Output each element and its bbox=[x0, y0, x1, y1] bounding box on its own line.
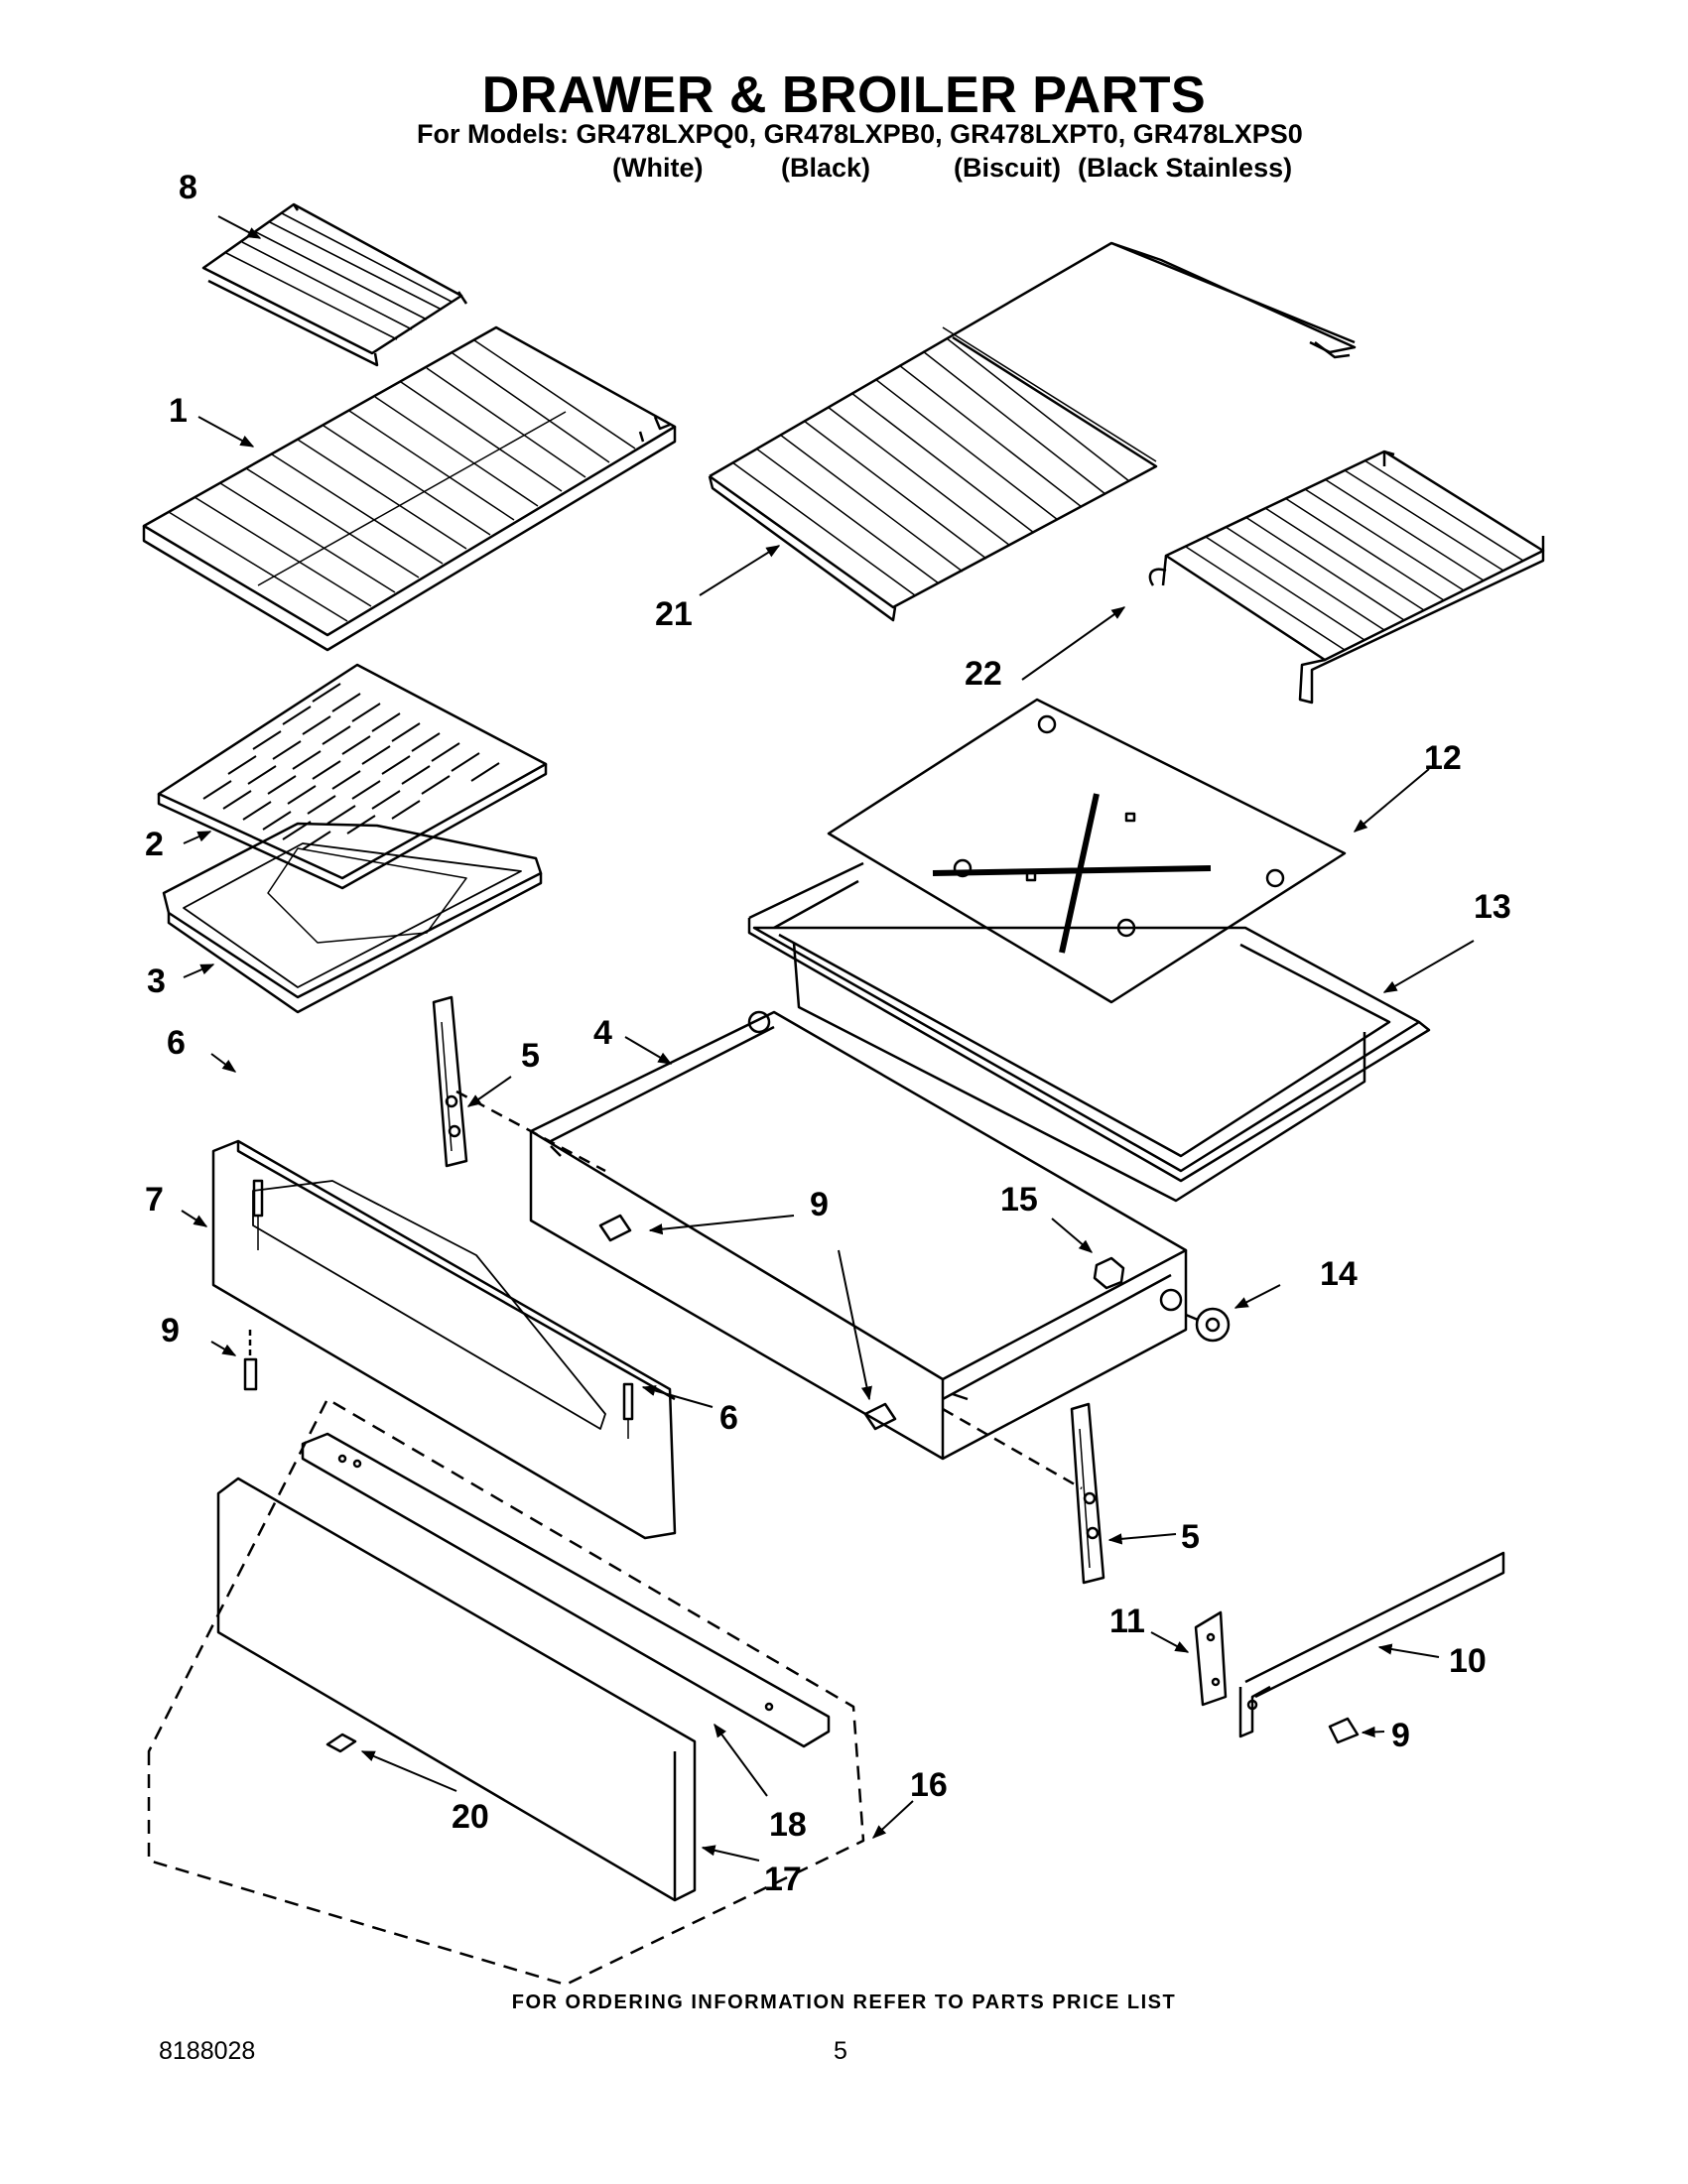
page-title: DRAWER & BROILER PARTS bbox=[481, 66, 1207, 124]
callout-6-lower: 6 bbox=[719, 1399, 738, 1437]
callout-10: 10 bbox=[1449, 1642, 1487, 1680]
part-21-sliding-rack bbox=[708, 241, 1357, 622]
part-12-liner-plate bbox=[827, 698, 1347, 1004]
part-9-screw-drawer-left bbox=[598, 1214, 632, 1242]
callout-14: 14 bbox=[1320, 1255, 1358, 1293]
variant-black-stainless: (Black Stainless) bbox=[1078, 153, 1293, 183]
part-6-screw-upper bbox=[252, 1179, 264, 1250]
part-8-small-rack bbox=[201, 202, 468, 367]
callout-21: 21 bbox=[655, 595, 693, 633]
part-10-rail bbox=[1238, 1551, 1505, 1738]
callout-labels: 8 1 21 22 2 3 12 13 6 5 4 7 9 15 14 6 9 … bbox=[145, 169, 1511, 1898]
part-11-bracket bbox=[1194, 1610, 1228, 1707]
document-number: 8188028 bbox=[159, 2037, 256, 2065]
part-2-broiler-grid bbox=[157, 663, 548, 890]
part-13-drawer-pan bbox=[747, 861, 1431, 1203]
callout-18: 18 bbox=[769, 1806, 807, 1844]
callout-12: 12 bbox=[1424, 739, 1462, 777]
callout-1: 1 bbox=[169, 392, 188, 430]
part-1-oven-rack bbox=[142, 325, 677, 652]
part-18-trim-strip bbox=[301, 1432, 831, 1748]
callout-2: 2 bbox=[145, 826, 164, 863]
callout-15: 15 bbox=[1000, 1181, 1038, 1219]
callout-11: 11 bbox=[1109, 1603, 1145, 1640]
part-5-slide-right bbox=[1070, 1402, 1105, 1585]
part-14-roller bbox=[1185, 1307, 1231, 1343]
callout-7: 7 bbox=[145, 1181, 164, 1219]
part-20-badge bbox=[325, 1733, 357, 1753]
callout-9-panel: 9 bbox=[161, 1312, 180, 1349]
part-7-drawer-front bbox=[211, 1139, 677, 1540]
part-4-drawer-body bbox=[529, 1010, 1188, 1461]
page-number: 5 bbox=[834, 2037, 847, 2065]
callout-3: 3 bbox=[147, 963, 166, 1000]
callout-16: 16 bbox=[910, 1766, 948, 1804]
callout-17: 17 bbox=[764, 1861, 802, 1898]
leader-arrows bbox=[181, 215, 1475, 1862]
part-6-screw-lower bbox=[622, 1382, 634, 1439]
part-22-rollout-rack bbox=[1148, 450, 1545, 705]
part-9-screw-panel bbox=[243, 1330, 258, 1391]
ordering-note: FOR ORDERING INFORMATION REFER TO PARTS … bbox=[511, 1991, 1177, 2013]
callout-4: 4 bbox=[593, 1014, 612, 1052]
callout-9-bracket: 9 bbox=[1391, 1717, 1410, 1754]
callout-9-drawer: 9 bbox=[810, 1186, 829, 1223]
callout-22: 22 bbox=[965, 655, 1002, 693]
part-3-broiler-pan bbox=[162, 822, 543, 1014]
part-17-drawer-front-panel bbox=[216, 1477, 697, 1902]
variant-black: (Black) bbox=[781, 153, 871, 183]
part-5-slide-left bbox=[432, 995, 468, 1168]
callout-8: 8 bbox=[179, 169, 197, 206]
part-15-nut bbox=[1093, 1256, 1125, 1290]
variant-white: (White) bbox=[612, 153, 704, 183]
part-9-screw-drawer-right bbox=[863, 1402, 897, 1431]
callout-20: 20 bbox=[452, 1798, 489, 1836]
callout-5-lower: 5 bbox=[1181, 1518, 1200, 1556]
callout-5-upper: 5 bbox=[521, 1037, 540, 1075]
variant-biscuit: (Biscuit) bbox=[954, 153, 1061, 183]
callout-6-upper: 6 bbox=[167, 1024, 186, 1062]
slide-guide-lines bbox=[455, 1090, 1083, 1490]
callout-13: 13 bbox=[1474, 888, 1511, 926]
models-line: For Models: GR478LXPQ0, GR478LXPB0, GR47… bbox=[417, 119, 1303, 149]
part-9-screw-bracket bbox=[1328, 1717, 1360, 1744]
part-16-assembly-outline bbox=[147, 1397, 865, 1987]
